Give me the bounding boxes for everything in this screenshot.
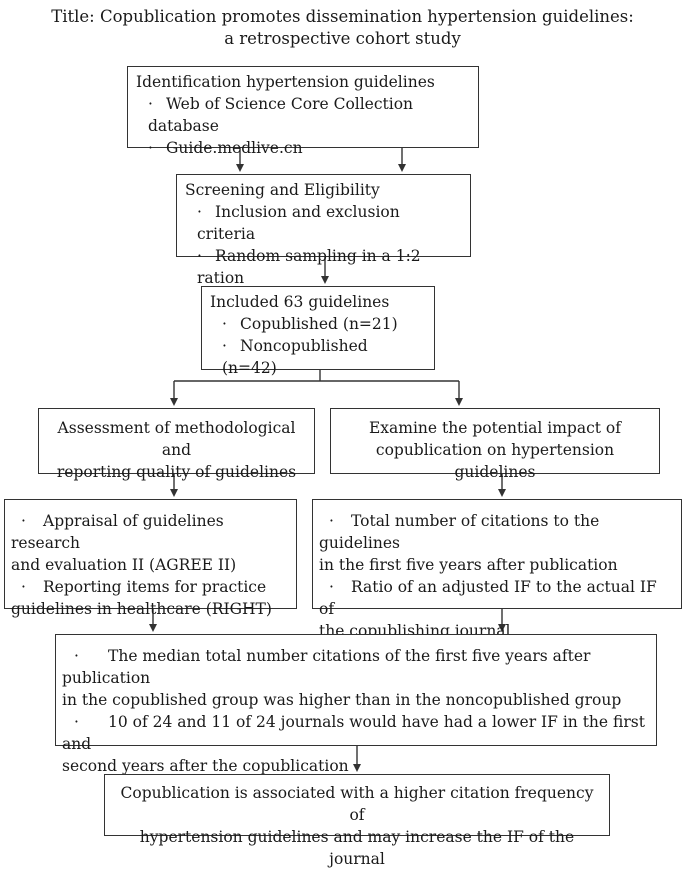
included-item: Copublished (n=21) bbox=[210, 313, 426, 335]
appraisal-item-line: Appraisal of guidelines research bbox=[11, 512, 224, 552]
included-heading: Included 63 guidelines bbox=[210, 293, 390, 311]
appraisal-item: ·Appraisal of guidelines research bbox=[11, 510, 288, 554]
title-line-1: Title: Copublication promotes disseminat… bbox=[51, 7, 634, 26]
bullet-icon: · bbox=[329, 512, 334, 530]
assessment-line: reporting quality of guidelines bbox=[56, 463, 297, 481]
title-line-2: a retrospective cohort study bbox=[224, 29, 461, 48]
screening-heading: Screening and Eligibility bbox=[185, 181, 380, 199]
bullet-icon: · bbox=[74, 713, 79, 731]
appraisal-item-line: guidelines in healthcare (RIGHT) bbox=[11, 600, 272, 618]
results-item-line: 10 of 24 and 11 of 24 journals would hav… bbox=[62, 713, 645, 753]
citations-box: ·Total number of citations to the guidel… bbox=[312, 499, 682, 640]
assessment-box: Assessment of methodological and reporti… bbox=[38, 408, 315, 481]
screening-item: Random sampling in a 1:2 ration bbox=[185, 245, 462, 289]
citations-item: ·Total number of citations to the guidel… bbox=[319, 510, 673, 554]
included-box: Included 63 guidelines Copublished (n=21… bbox=[201, 286, 435, 377]
screening-item: Inclusion and exclusion criteria bbox=[185, 201, 462, 245]
identification-heading: Identification hypertension guidelines bbox=[136, 73, 435, 91]
bullet-icon: · bbox=[329, 578, 334, 596]
appraisal-item: · Reporting items for practice bbox=[11, 576, 288, 598]
identification-item: Guide.medlive.cn bbox=[136, 137, 470, 159]
citations-item-line: Ratio of an adjusted IF to the actual IF… bbox=[319, 578, 657, 618]
diagram-title: Title: Copublication promotes disseminat… bbox=[0, 6, 685, 50]
included-item: Noncopublished (n=42) bbox=[210, 335, 426, 379]
conclusion-box: Copublication is associated with a highe… bbox=[104, 774, 610, 868]
citations-item: ·Ratio of an adjusted IF to the actual I… bbox=[319, 576, 673, 620]
bullet-icon: · bbox=[21, 512, 26, 530]
results-item-line: in the copublished group was higher than… bbox=[62, 691, 622, 709]
bullet-icon: · bbox=[74, 647, 79, 665]
results-item: ·The median total number citations of th… bbox=[62, 645, 648, 689]
impact-line: copublication on hypertension guidelines bbox=[375, 441, 615, 481]
impact-box: Examine the potential impact of copublic… bbox=[330, 408, 660, 481]
identification-box: Identification hypertension guidelines W… bbox=[127, 66, 479, 157]
identification-item: Web of Science Core Collection database bbox=[136, 93, 470, 137]
citations-item-line: in the first five years after publicatio… bbox=[319, 556, 618, 574]
results-box: ·The median total number citations of th… bbox=[55, 634, 657, 775]
results-item-line: second years after the copublication bbox=[62, 757, 349, 775]
appraisal-item-line: Reporting items for practice bbox=[43, 578, 267, 596]
bullet-icon: · bbox=[21, 578, 26, 596]
conclusion-line: Copublication is associated with a highe… bbox=[120, 784, 594, 824]
appraisal-box: ·Appraisal of guidelines research and ev… bbox=[4, 499, 297, 618]
impact-line: Examine the potential impact of bbox=[368, 419, 622, 437]
assessment-line: Assessment of methodological and bbox=[57, 419, 296, 459]
appraisal-item-line: and evaluation II (AGREE II) bbox=[11, 556, 237, 574]
results-item: ·10 of 24 and 11 of 24 journals would ha… bbox=[62, 711, 648, 755]
conclusion-line: hypertension guidelines and may increase… bbox=[139, 828, 575, 868]
screening-box: Screening and Eligibility Inclusion and … bbox=[176, 174, 471, 287]
results-item-line: The median total number citations of the… bbox=[62, 647, 591, 687]
citations-item-line: Total number of citations to the guideli… bbox=[319, 512, 600, 552]
